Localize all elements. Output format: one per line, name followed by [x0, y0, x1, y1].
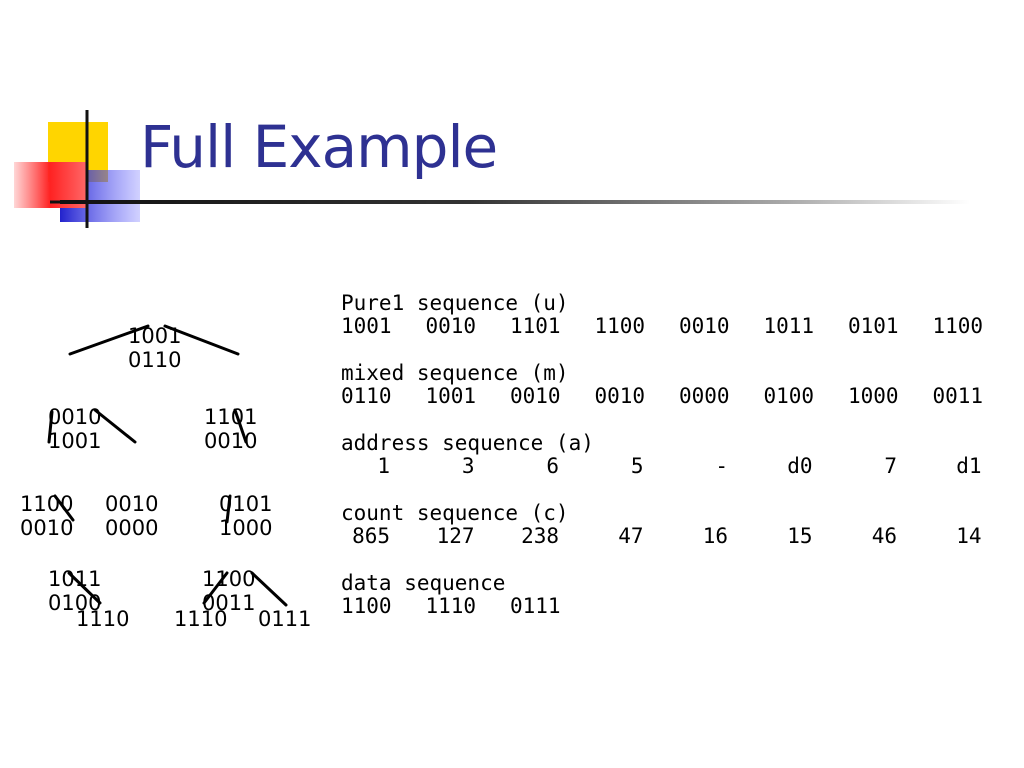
edge-l1left-a — [47, 410, 54, 444]
node-bits: 1011 — [48, 567, 102, 591]
sequence-value: d1 — [956, 454, 982, 478]
sequence-value: 865 — [352, 524, 390, 548]
tree-leaf-2: 1110 — [174, 607, 228, 631]
sequence-value: 16 — [702, 524, 728, 548]
node-bits: 0010 — [204, 429, 258, 453]
edge-l3left-leaf1 — [67, 571, 102, 605]
sequence-value: 0011 — [932, 384, 984, 408]
edge-a-l3left — [53, 494, 75, 522]
sequence-values: 1100 1110 0111 — [341, 595, 982, 618]
title-divider — [60, 200, 970, 204]
sequence-value: - — [715, 454, 728, 478]
sequence-value: 46 — [871, 524, 897, 548]
sequence-value: 0000 — [679, 384, 730, 408]
sequence-value: 0101 — [848, 314, 899, 338]
node-bits: 0000 — [105, 516, 159, 540]
sequence-value: 1100 — [341, 594, 392, 618]
sequence-value: 7 — [884, 454, 897, 478]
node-bits: 0011 — [202, 591, 256, 615]
sequence-value: 127 — [436, 524, 475, 548]
sequence-value: 15 — [787, 524, 813, 548]
sequence-label: Pure1 sequence (u) — [341, 291, 569, 315]
sequence-value: 14 — [956, 524, 982, 548]
sequence-block: count sequence (c)865 127 238 47 16 15 46 14 — [341, 502, 982, 548]
node-bits: 0110 — [128, 348, 182, 372]
sequence-label: data sequence — [341, 571, 506, 595]
sequence-value: 47 — [618, 524, 644, 548]
sequence-value: 6 — [546, 454, 559, 478]
sequence-values: 0110 1001 0010 0010 0000 0100 1000 0011 — [341, 384, 984, 408]
sequence-values: 865 127 238 47 16 15 46 14 — [341, 524, 982, 548]
sequence-value: 3 — [461, 454, 475, 478]
sequence-value: 0010 — [510, 384, 561, 408]
sequence-value: 1011 — [763, 314, 815, 338]
sequence-value: 1001 — [425, 384, 477, 408]
node-bits: 0010 — [105, 492, 159, 516]
sequence-value: 1110 — [425, 594, 477, 618]
sequence-value: 1001 — [341, 314, 392, 338]
sequence-values: 1 3 6 5 - d0 7 d1 — [341, 454, 982, 478]
sequence-value: 0010 — [679, 314, 730, 338]
sequence-value: 5 — [630, 454, 644, 478]
sequence-label: address sequence (a) — [341, 431, 594, 455]
sequence-value: 238 — [521, 524, 559, 548]
sequence-value: 1000 — [848, 384, 899, 408]
node-bits: 1100 — [20, 492, 74, 516]
sequence-value: 0010 — [594, 384, 646, 408]
node-bits: 1101 — [204, 405, 258, 429]
node-bits: 0101 — [219, 492, 273, 516]
node-bits: 0010 — [20, 516, 74, 540]
sequence-label: mixed sequence (m) — [341, 361, 569, 385]
slide-title: Full Example — [140, 113, 498, 181]
sequence-label: count sequence (c) — [341, 501, 569, 525]
sequence-value: 1100 — [594, 314, 646, 338]
sequence-block: address sequence (a)1 3 6 5 - d0 7 d1 — [341, 432, 982, 478]
sequence-value: 0100 — [763, 384, 815, 408]
tree-leaf-1: 1110 — [76, 607, 130, 631]
node-bits: 1100 — [202, 567, 256, 591]
edge-c-l3right — [225, 494, 232, 524]
sequence-value: 1101 — [510, 314, 561, 338]
tree-edges — [47, 324, 288, 607]
slide-logo — [14, 110, 140, 228]
node-bits: 1000 — [219, 516, 273, 540]
sequence-value: d0 — [787, 454, 813, 478]
edge-l1left-b — [93, 408, 137, 444]
edge-l3right-leaf3 — [250, 571, 288, 607]
sequence-value: 1100 — [932, 314, 984, 338]
sequence-value: 0111 — [510, 594, 561, 618]
edge-root-left — [68, 324, 150, 356]
sequence-values: 1001 0010 1101 1100 0010 1011 0101 1100 — [341, 314, 984, 338]
tree-leaf-3: 0111 — [258, 607, 312, 631]
edge-root-right — [163, 324, 240, 356]
sequence-value: 1 — [377, 454, 390, 478]
sequence-value: 0010 — [425, 314, 477, 338]
sequence-value: 0110 — [341, 384, 392, 408]
node-bits: 1001 — [128, 324, 182, 348]
node-bits: 1001 — [48, 429, 102, 453]
edge-l1right-c — [233, 408, 248, 444]
edge-l3right-leaf2 — [202, 571, 229, 605]
node-bits: 0010 — [48, 405, 102, 429]
node-bits: 0100 — [48, 591, 102, 615]
